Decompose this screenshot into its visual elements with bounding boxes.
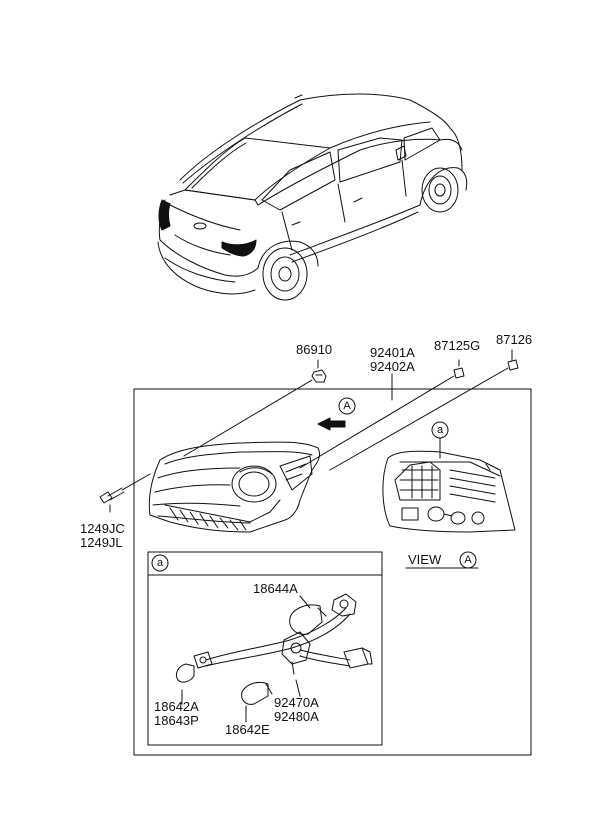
- callout-a-detail: a: [156, 557, 164, 569]
- detail-leaders: [181, 595, 311, 723]
- label-18644a: 18644A: [253, 581, 298, 596]
- label-1249jl: 1249JL: [80, 535, 123, 550]
- label-18643p: 18643P: [154, 713, 199, 728]
- label-92480a: 92480A: [274, 709, 319, 724]
- label-view: VIEW: [408, 552, 442, 567]
- diagram-frame: [133, 388, 532, 756]
- label-92401a: 92401A: [370, 345, 415, 360]
- label-87125g: 87125G: [434, 338, 481, 353]
- label-18642e: 18642E: [225, 722, 270, 737]
- tail-lamp-assembly: [148, 441, 321, 533]
- callout-A-top: A: [343, 400, 351, 412]
- detail-box: [147, 551, 383, 746]
- label-92470a: 92470A: [274, 695, 319, 710]
- callout-A-circle-view: [459, 551, 477, 569]
- callout-A-circle-top: [338, 397, 356, 415]
- callout-A-view: A: [464, 554, 472, 566]
- view-arrow: [317, 417, 346, 431]
- screw-1249jc: [99, 487, 125, 504]
- grommet-87126: [507, 359, 519, 371]
- bulb-harness: [175, 593, 373, 705]
- grommet-87125g: [453, 367, 465, 379]
- label-1249jc: 1249JC: [80, 521, 125, 536]
- label-18642a: 18642A: [154, 699, 199, 714]
- clip-86910: [311, 369, 327, 383]
- lamp-rear-view: [382, 450, 516, 533]
- label-86910: 86910: [296, 342, 333, 357]
- callout-a-circle-detail: [151, 554, 169, 572]
- callout-a-view: a: [436, 424, 444, 436]
- label-92402a: 92402A: [370, 359, 415, 374]
- leader-lines: [109, 349, 513, 513]
- car-illustration: [157, 93, 468, 301]
- label-87126: 87126: [496, 332, 533, 347]
